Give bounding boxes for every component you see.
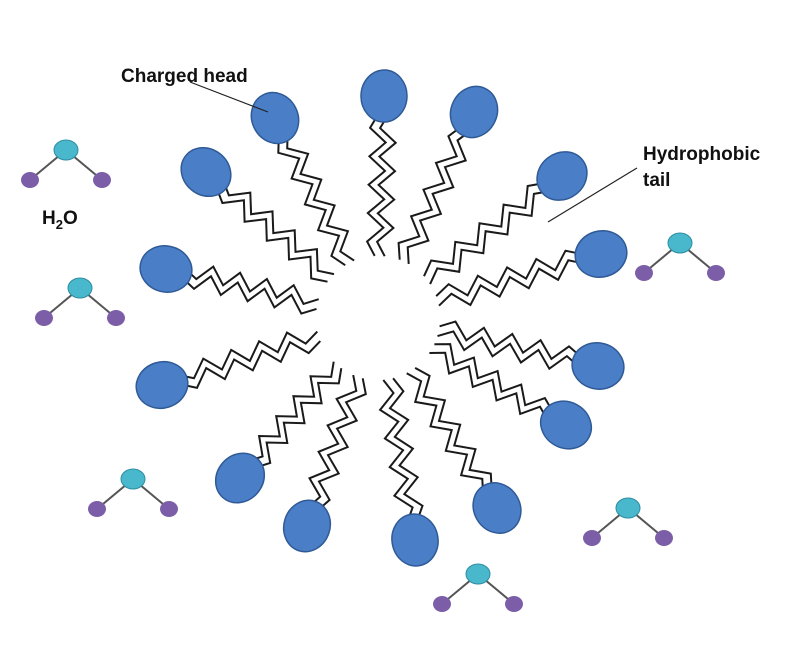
hydrophobic-tail (255, 368, 343, 469)
charged-head (139, 245, 193, 293)
surfactant-molecule (429, 343, 593, 450)
hydrophobic-tail (378, 379, 414, 524)
charged-head-pointer (189, 81, 269, 113)
charged-head (449, 85, 499, 139)
charged-head (282, 499, 332, 553)
hydrophobic-tail (429, 190, 551, 285)
water-molecule (35, 277, 125, 326)
hydrophobic-tail (434, 343, 554, 413)
hydrophobic-tail (429, 351, 549, 421)
hydrophobic-label-line1: Hydrophobic (643, 144, 761, 165)
surfactant-molecule (214, 361, 343, 504)
water-molecule (583, 497, 673, 546)
hydrophobic-label-line2: tail (643, 170, 670, 191)
oxygen-atom (53, 139, 79, 161)
hydrophobic-tail (215, 187, 328, 283)
hydrophobic-tail (438, 259, 586, 307)
hydrophobic-tail (177, 330, 319, 380)
hydrogen-atom (93, 172, 111, 188)
hydrophobic-tail (406, 129, 472, 264)
hydrophobic-tail (222, 179, 335, 276)
surfactant-molecule (135, 330, 322, 410)
hydrophobic-tail (423, 182, 545, 277)
water-molecules (21, 139, 725, 612)
surfactant-molecule (250, 91, 355, 267)
water-formula-label: H2O (42, 208, 78, 232)
surfactant-molecule (437, 320, 625, 390)
hydrophobic-tail (437, 330, 580, 371)
hydrogen-atom (505, 596, 523, 612)
water-formula-h: H (42, 208, 56, 229)
charged-head (574, 230, 628, 278)
water-formula-o: O (63, 208, 78, 229)
hydrophobic-tail (316, 378, 367, 512)
surfactant-molecule (378, 377, 439, 567)
oxygen-atom (120, 468, 146, 490)
surfactant-molecule (423, 151, 588, 285)
hydrophobic-tail (375, 113, 398, 257)
water-molecule (433, 563, 523, 612)
surfactant-molecule (406, 367, 522, 534)
charged-head (472, 482, 522, 534)
hydrophobic-tail (414, 367, 493, 491)
oxygen-atom (615, 497, 641, 519)
hydrogen-atom (35, 310, 53, 326)
charged-head (536, 151, 588, 201)
hydrophobic-tail (277, 136, 346, 267)
charged-head (391, 513, 439, 567)
oxygen-atom (67, 277, 93, 299)
charged-head (180, 146, 232, 198)
hydrogen-atom (160, 501, 178, 517)
hydrogen-atom (433, 596, 451, 612)
hydrophobic-tail (247, 361, 335, 463)
hydrophobic-tail (439, 320, 583, 361)
hydrophobic-tail (286, 131, 355, 262)
surfactant-molecule (282, 374, 367, 553)
surfactant-molecule (180, 146, 335, 283)
hydrogen-atom (707, 265, 725, 281)
water-molecule (88, 468, 178, 517)
hydrogen-atom (88, 501, 106, 517)
charged-head-label: Charged head (121, 66, 248, 87)
surfactant-molecule (360, 69, 408, 257)
hydrophobic-tail (397, 125, 463, 260)
charged-head (360, 69, 408, 123)
hydrogen-atom (635, 265, 653, 281)
hydrophobic-tail (406, 372, 485, 496)
charged-head (539, 400, 593, 450)
hydrophobic-tail-pointer (547, 167, 638, 223)
water-molecule (635, 232, 725, 281)
surfactant-molecule (139, 245, 319, 315)
hydrogen-atom (21, 172, 39, 188)
hydrogen-atom (107, 310, 125, 326)
hydrophobic-tail (184, 265, 319, 306)
water-formula-subscript: 2 (56, 217, 63, 232)
hydrophobic-tail (307, 374, 358, 509)
surfactant-molecules (135, 69, 628, 567)
water-molecule (21, 139, 111, 188)
charged-head (250, 91, 300, 145)
oxygen-atom (465, 563, 491, 585)
hydrophobic-tail (365, 113, 388, 257)
charged-head (571, 342, 625, 390)
hydrophobic-tail (180, 340, 322, 389)
charged-head (135, 360, 189, 410)
hydrogen-atom (583, 530, 601, 546)
surfactant-molecule (397, 85, 499, 264)
oxygen-atom (667, 232, 693, 254)
charged-head (214, 452, 266, 504)
hydrophobic-tail (181, 274, 317, 315)
hydrophobic-tail (435, 249, 583, 297)
surfactant-molecule (435, 230, 628, 307)
hydrophobic-tail (388, 377, 424, 522)
hydrogen-atom (655, 530, 673, 546)
